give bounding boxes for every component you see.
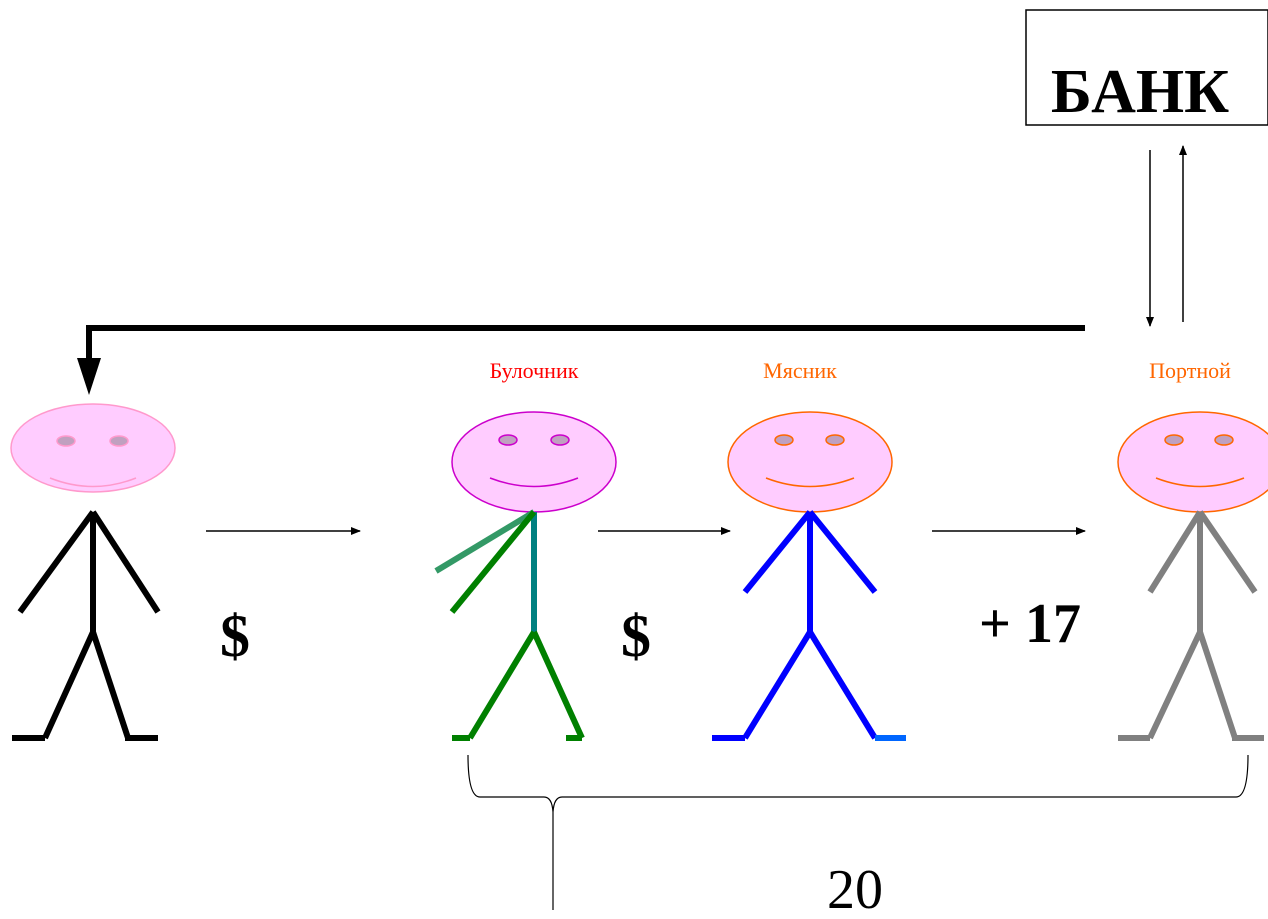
eye-icon <box>774 434 794 446</box>
tailor-face <box>1117 411 1268 513</box>
amount-second: $ <box>621 603 651 669</box>
eye-icon <box>498 434 518 446</box>
eye-icon <box>1164 434 1184 446</box>
smile-icon <box>49 477 137 488</box>
eye-icon <box>56 435 76 447</box>
eye-icon <box>825 434 845 446</box>
amount-third: + 17 <box>979 593 1081 655</box>
butcher-label: Мясник <box>763 358 837 383</box>
baker-label: Булочник <box>490 358 579 383</box>
stranger-figure <box>10 403 176 741</box>
amount-first: $ <box>220 603 250 669</box>
smile-icon <box>489 477 579 488</box>
tailor-figure <box>1117 411 1268 741</box>
smile-icon <box>765 477 855 488</box>
butcher-face <box>727 411 893 513</box>
curly-brace <box>467 754 1249 910</box>
return-arrow <box>77 325 1085 395</box>
stranger-face <box>10 403 176 493</box>
eye-icon <box>109 435 129 447</box>
bank-box: БАНК <box>1025 9 1268 126</box>
baker-face <box>451 411 617 513</box>
eye-icon <box>550 434 570 446</box>
bank-frame <box>1025 9 1268 126</box>
brace-value: 20 <box>827 859 883 919</box>
bank-label: БАНК <box>1051 58 1229 126</box>
eye-icon <box>1214 434 1234 446</box>
tailor-label: Портной <box>1149 358 1231 383</box>
butcher-figure <box>712 411 906 741</box>
smile-icon <box>1155 477 1245 488</box>
baker-figure <box>434 411 617 741</box>
